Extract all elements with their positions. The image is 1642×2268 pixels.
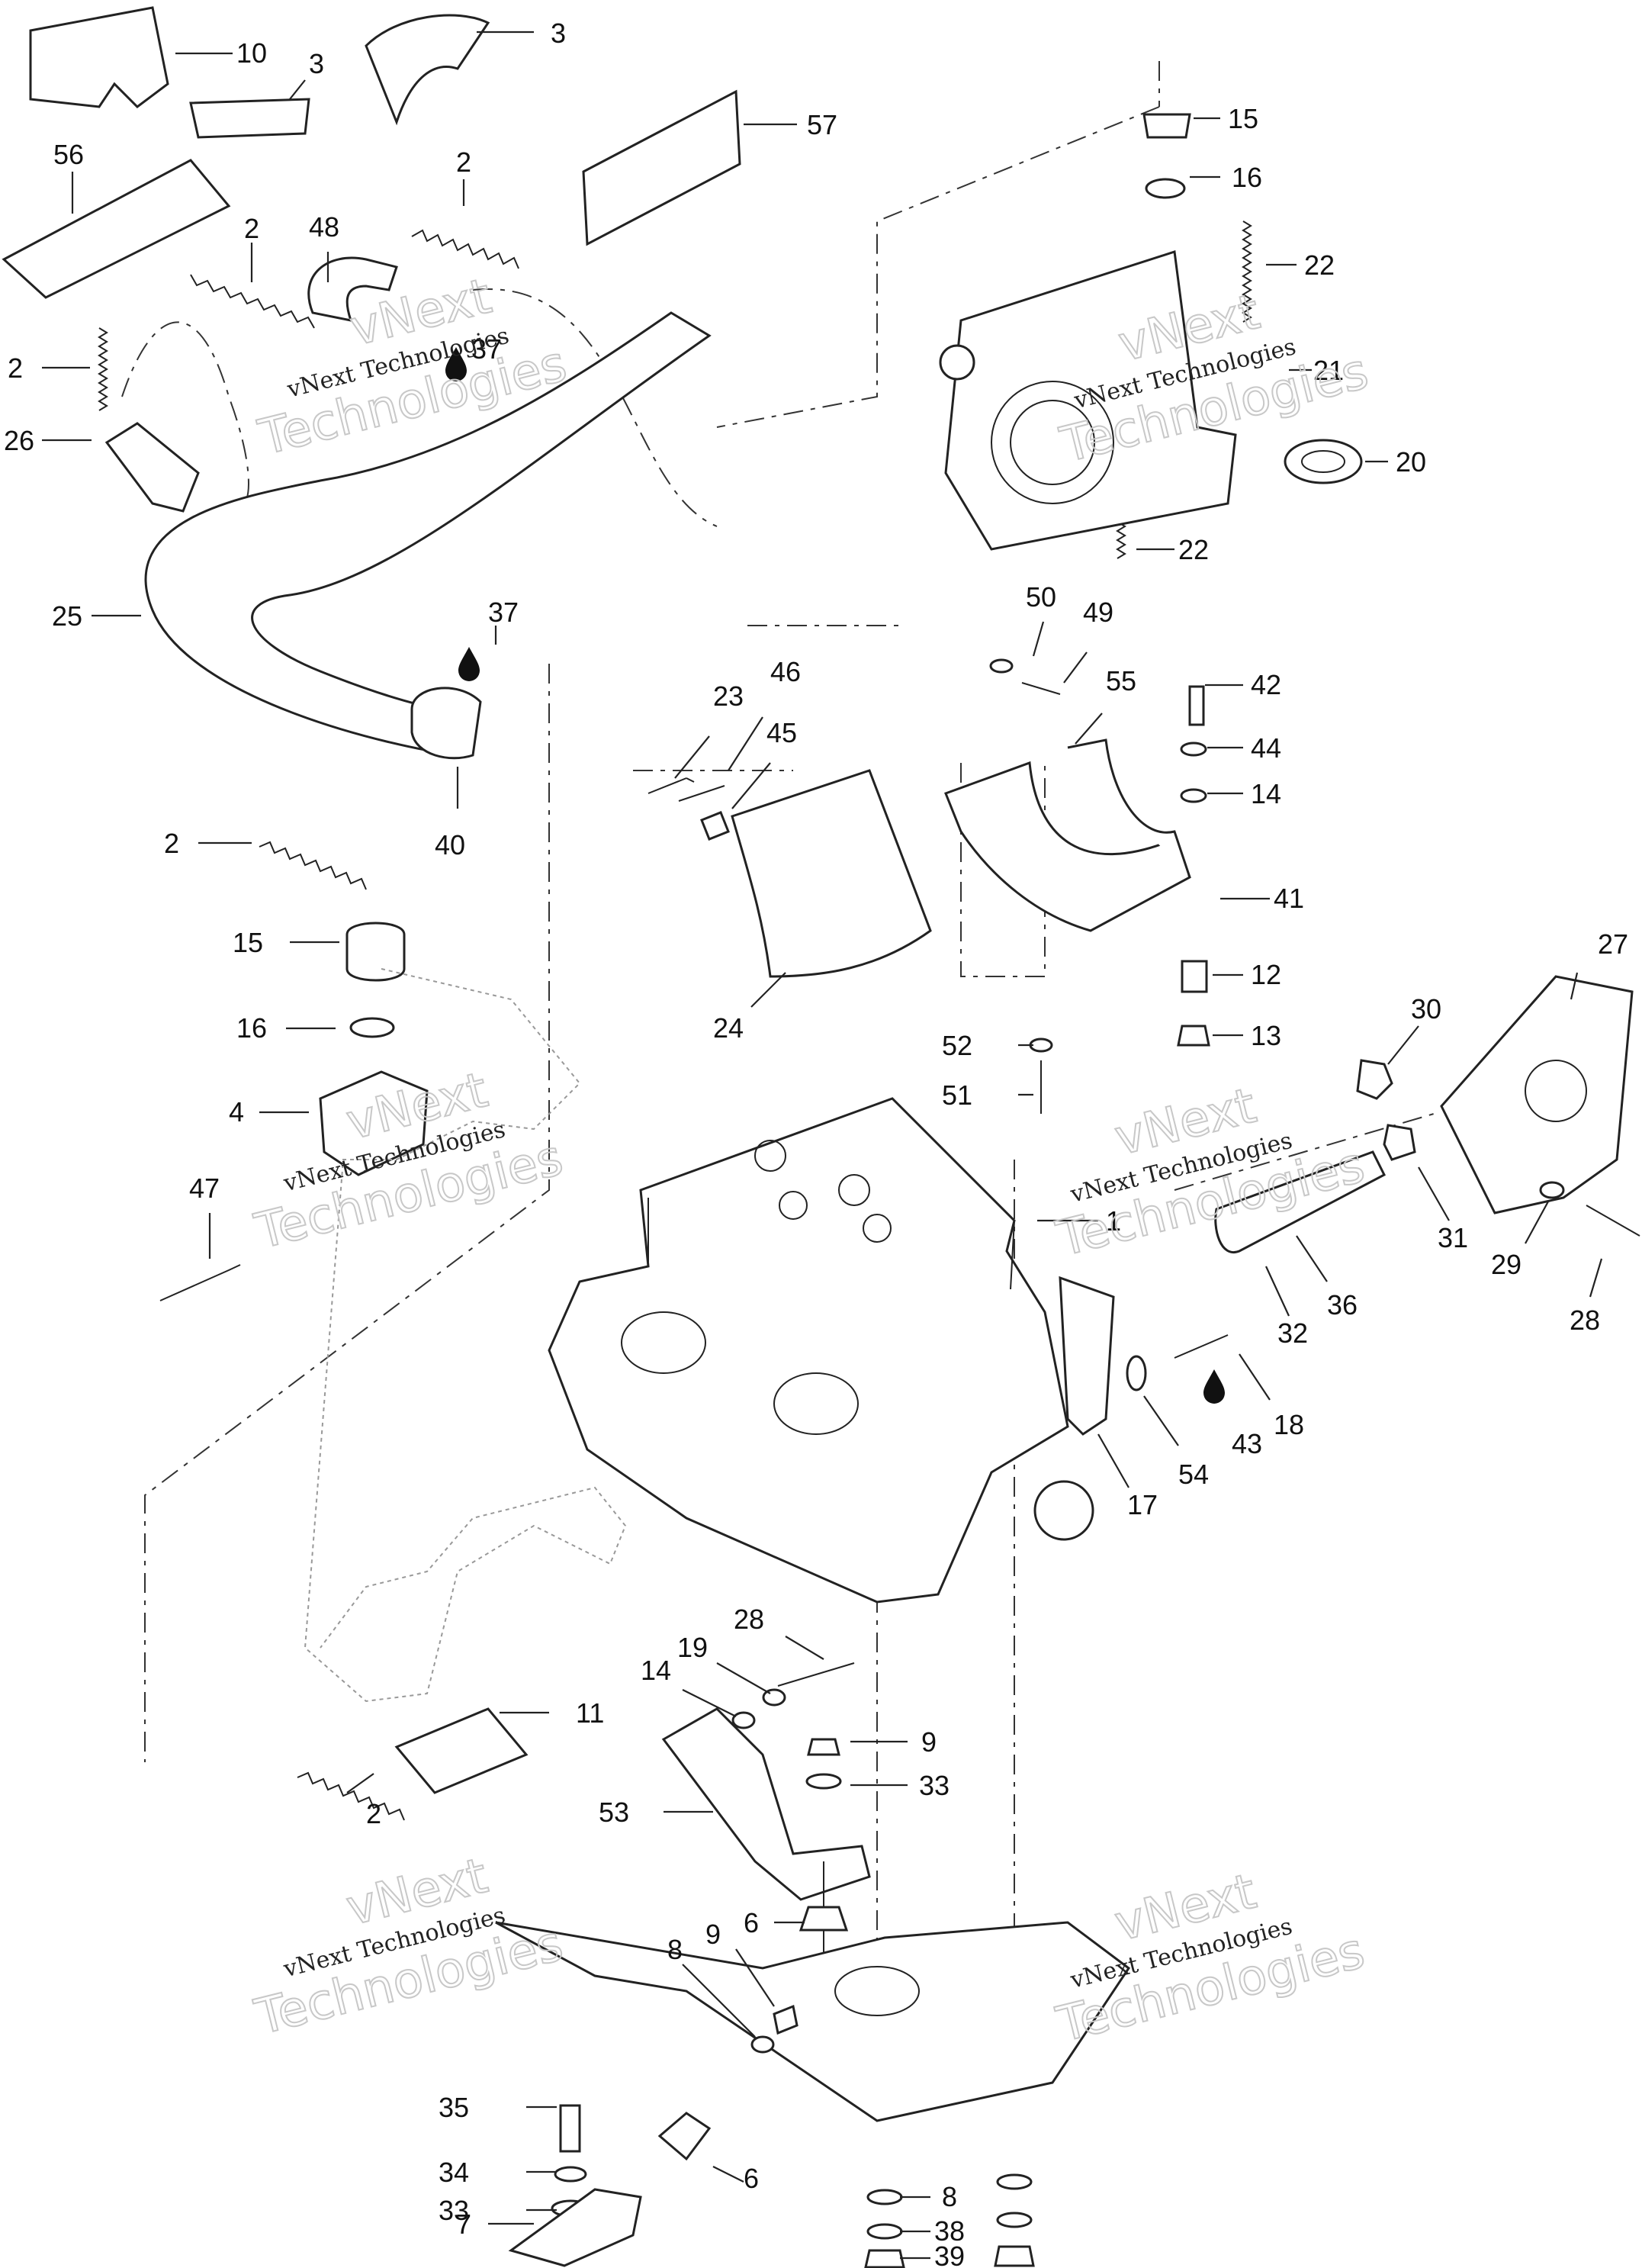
callout-48: 48 — [309, 211, 339, 243]
callout-17: 17 — [1127, 1489, 1158, 1520]
callout-16: 16 — [236, 1012, 267, 1044]
lubricant-drop-icons — [445, 347, 1225, 1404]
callout-52: 52 — [942, 1030, 972, 1061]
callout-47: 47 — [189, 1173, 220, 1204]
callout-9: 9 — [705, 1919, 721, 1950]
callout-44: 44 — [1251, 732, 1281, 764]
part-drawings — [2, 6, 1640, 2268]
callout-2: 2 — [456, 146, 471, 178]
callout-4: 4 — [229, 1096, 244, 1128]
callout-57: 57 — [807, 109, 837, 140]
callout-24: 24 — [713, 1012, 744, 1044]
callout-28: 28 — [1570, 1305, 1600, 1336]
callout-13: 13 — [1251, 1020, 1281, 1051]
callout-32: 32 — [1277, 1317, 1308, 1349]
callout-33: 33 — [919, 1770, 950, 1801]
callout-46: 46 — [770, 656, 801, 687]
callout-6: 6 — [744, 2163, 759, 2194]
callout-31: 31 — [1438, 1222, 1468, 1253]
callout-11: 11 — [576, 1697, 604, 1729]
callout-2: 2 — [164, 828, 179, 859]
callout-19: 19 — [677, 1632, 708, 1663]
callout-38: 38 — [934, 2215, 965, 2247]
callout-43: 43 — [1232, 1428, 1262, 1459]
callout-15: 15 — [233, 927, 263, 958]
callout-labels: 10 3 3 57 15 16 56 2 2 48 22 2 37 21 26 … — [4, 18, 1628, 2268]
callout-3: 3 — [551, 18, 566, 49]
watermark-bottom-left: vNext vNext Technologies Technologies — [249, 1847, 569, 2047]
callout-39: 39 — [934, 2241, 965, 2268]
callout-15: 15 — [1228, 103, 1258, 134]
callout-23: 23 — [713, 680, 744, 712]
callout-16: 16 — [1232, 162, 1262, 193]
drop-icon — [458, 647, 480, 681]
callout-9: 9 — [921, 1726, 937, 1758]
callout-34: 34 — [439, 2157, 469, 2188]
callout-29: 29 — [1491, 1249, 1522, 1280]
callout-40: 40 — [435, 829, 465, 861]
callout-37: 37 — [471, 333, 502, 365]
callout-2: 2 — [366, 1798, 381, 1829]
callout-2: 2 — [244, 213, 259, 244]
callout-7: 7 — [456, 2208, 471, 2240]
callout-leader-lines — [42, 31, 1603, 2260]
callout-12: 12 — [1251, 959, 1281, 990]
drop-icon — [445, 347, 467, 381]
callout-56: 56 — [53, 139, 84, 170]
callout-18: 18 — [1274, 1409, 1304, 1440]
callout-2: 2 — [8, 352, 23, 384]
callout-3: 3 — [309, 48, 324, 79]
callout-51: 51 — [942, 1079, 972, 1111]
callout-10: 10 — [236, 37, 267, 69]
callout-21: 21 — [1313, 355, 1344, 386]
callout-55: 55 — [1106, 665, 1136, 696]
callout-14: 14 — [1251, 778, 1281, 809]
watermark-mid-right: vNext vNext Technologies Technologies — [1050, 1077, 1370, 1269]
callout-14: 14 — [641, 1655, 671, 1686]
callout-53: 53 — [599, 1797, 629, 1828]
callout-50: 50 — [1026, 581, 1056, 613]
callout-22: 22 — [1304, 249, 1335, 281]
callout-41: 41 — [1274, 883, 1304, 914]
callout-35: 35 — [439, 2092, 469, 2123]
callout-8: 8 — [942, 2181, 957, 2212]
callout-33: 33 — [439, 2195, 469, 2226]
callout-25: 25 — [52, 600, 82, 632]
callout-30: 30 — [1411, 993, 1441, 1025]
callout-22: 22 — [1178, 534, 1209, 565]
callout-26: 26 — [4, 425, 34, 456]
callout-27: 27 — [1598, 928, 1628, 960]
callout-8: 8 — [667, 1934, 683, 1965]
callout-54: 54 — [1178, 1459, 1209, 1490]
callout-37: 37 — [488, 597, 519, 628]
callout-42: 42 — [1251, 669, 1281, 700]
callout-45: 45 — [766, 717, 797, 748]
drop-icon — [1203, 1369, 1225, 1404]
callout-28: 28 — [734, 1604, 764, 1635]
callout-1: 1 — [1106, 1205, 1121, 1237]
callout-6: 6 — [744, 1907, 759, 1938]
callout-36: 36 — [1327, 1289, 1358, 1321]
callout-20: 20 — [1396, 446, 1426, 478]
callout-49: 49 — [1083, 597, 1113, 628]
